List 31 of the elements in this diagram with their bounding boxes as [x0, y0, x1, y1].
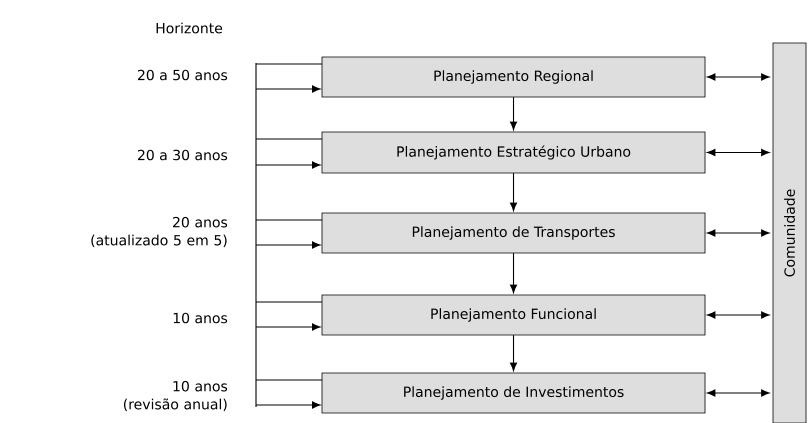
process-box: Planejamento Estratégico Urbano — [322, 132, 706, 174]
heading-label: Horizonte — [156, 22, 222, 34]
feedback-line — [256, 63, 322, 65]
arrow — [707, 311, 770, 319]
feedback-line — [256, 301, 322, 303]
arrow — [707, 229, 770, 237]
arrow — [707, 73, 770, 81]
arrow — [510, 253, 518, 294]
horizon-label: 10 anos (revisão anual) — [124, 380, 228, 412]
horizon-label: 20 a 30 anos — [138, 150, 228, 160]
horizon-label: 20 a 50 anos — [138, 70, 228, 80]
arrow — [510, 97, 518, 130]
feedback-arrow — [256, 85, 320, 93]
feedback-arrow — [256, 241, 320, 249]
feedback-arrow — [256, 401, 320, 409]
arrow — [707, 148, 770, 156]
feedback-line — [256, 219, 322, 221]
feedback-line — [256, 379, 322, 381]
feedback-line — [256, 138, 322, 140]
process-box: Planejamento de Transportes — [322, 212, 706, 254]
arrow — [510, 173, 518, 212]
process-box: Planejamento Regional — [322, 56, 706, 98]
feedback-arrow — [256, 161, 320, 169]
feedback-arrow — [256, 323, 320, 331]
horizon-label: 10 anos — [174, 312, 228, 324]
arrow — [510, 335, 518, 372]
horizon-label: 20 anos (atualizado 5 em 5) — [91, 216, 228, 248]
process-box: Planejamento Funcional — [322, 294, 706, 336]
process-box: Planejamento de Investimentos — [322, 372, 706, 414]
side-panel: Comunidade — [772, 42, 806, 423]
arrow — [707, 389, 770, 397]
